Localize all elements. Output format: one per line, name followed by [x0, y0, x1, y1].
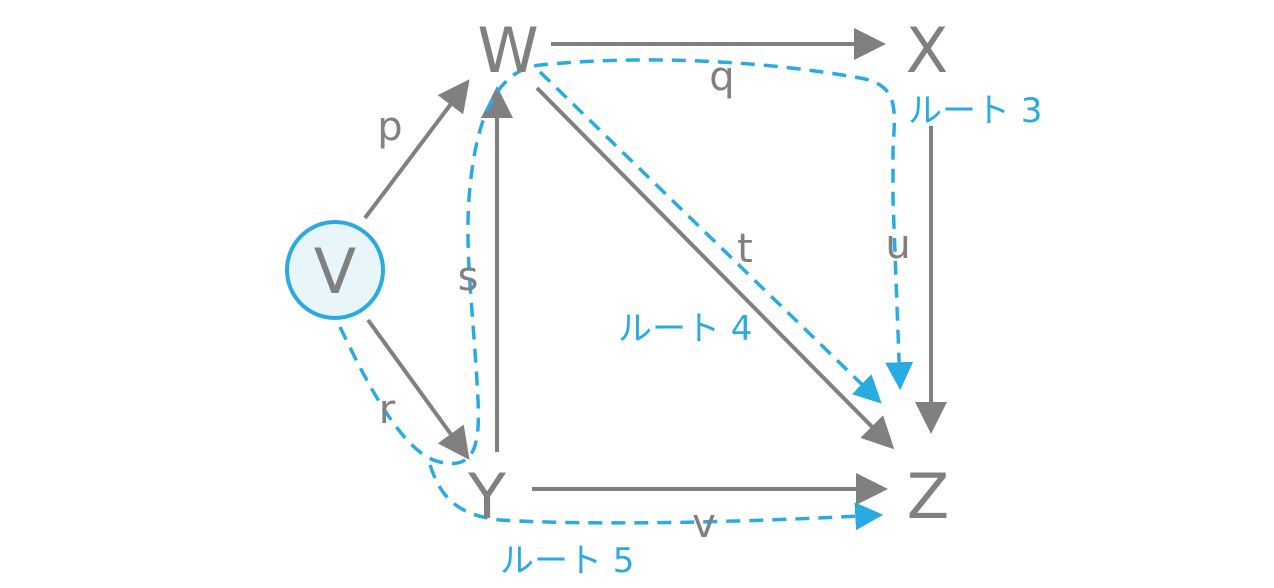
edge-label-t: t	[737, 226, 753, 272]
edge-label-u: u	[885, 222, 910, 268]
route-5-label: ルート 5	[500, 541, 634, 581]
edge-label-s: s	[458, 254, 479, 300]
edge-t-w-to-z	[535, 86, 895, 450]
route-4-path	[538, 70, 882, 404]
start-node-circle	[285, 220, 385, 320]
edge-label-q: q	[709, 54, 734, 100]
edge-p-v-to-w	[363, 79, 470, 220]
route-3-label: ルート 3	[908, 91, 1042, 131]
node-v-label: V	[314, 235, 356, 308]
edge-r-v-to-y	[366, 318, 470, 460]
node-z-label: Z	[907, 460, 949, 533]
node-x-label: X	[906, 14, 948, 87]
node-w-label: W	[477, 14, 538, 87]
edge-label-r: r	[379, 387, 396, 433]
route-4-label: ルート 4	[618, 309, 752, 349]
edge-label-v: v	[692, 501, 716, 547]
node-y-label: Y	[467, 460, 506, 533]
route-3-path	[338, 58, 914, 466]
edge-label-p: p	[377, 104, 402, 150]
route-5-path	[428, 464, 884, 531]
